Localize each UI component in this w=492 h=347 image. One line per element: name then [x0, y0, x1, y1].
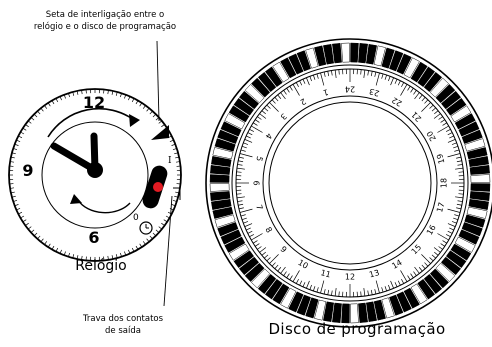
disc-tooth — [471, 184, 490, 192]
disc-label: Disco de programação — [250, 320, 464, 338]
disc-hour-number: 24 — [345, 85, 355, 94]
clock-hub — [87, 162, 103, 178]
interlock-arrow-label-line1: Seta de interligação entre o — [16, 9, 194, 21]
disc-hour-number: 18 — [440, 178, 449, 188]
disc-hour-number: 6 — [252, 180, 261, 185]
contact-lock-label-line1: Trava dos contatos — [78, 313, 168, 325]
disc-tooth — [210, 184, 229, 192]
interlock-arrow-label-line2: relógio e o disco de programação — [16, 21, 194, 33]
switch-mark-off: 0 — [133, 213, 139, 223]
override-switch-knob — [153, 182, 163, 192]
disc-tooth — [210, 175, 229, 183]
clock-numeral-12: 12 — [83, 93, 105, 112]
switch-mark-on: I — [168, 156, 172, 166]
clock-label: Relógio — [56, 258, 146, 274]
disc-tooth — [351, 43, 359, 62]
arrow-leader-line — [157, 41, 159, 121]
interlock-arrow-label: Seta de interligação entre o relógio e o… — [16, 9, 194, 33]
clock-numeral-9: 9 — [22, 161, 33, 180]
contact-lock-label-line2: de saída — [78, 325, 168, 337]
contact-lock-label: Trava dos contatos de saída — [78, 313, 168, 337]
disc-center — [269, 102, 431, 264]
disc-tooth — [342, 43, 350, 62]
disc-tooth — [471, 175, 490, 183]
clock: 12 9 6 I 0 — [9, 89, 181, 261]
clock-numeral-6: 6 — [88, 228, 99, 247]
disc-hour-number: 12 — [345, 273, 355, 282]
